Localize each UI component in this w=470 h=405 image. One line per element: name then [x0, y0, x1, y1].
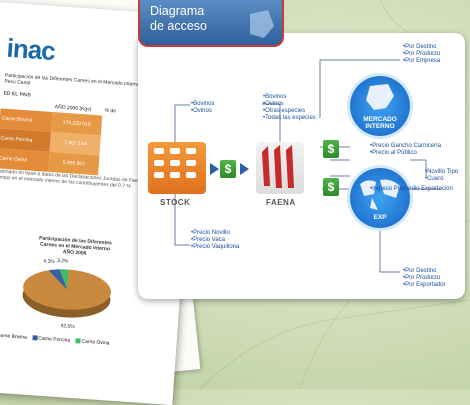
- faena-top-labels[interactable]: •Bovinos •Ovinos •Otras especies •Todas …: [263, 94, 316, 122]
- pie-value-label: 4,3%: [43, 258, 55, 265]
- faena-node[interactable]: [256, 142, 304, 194]
- precio-labels[interactable]: •Precio Novillo •Precio Vaca •Precio Vaq…: [191, 230, 239, 251]
- arrow-right-icon: [240, 163, 249, 175]
- dollar-icon[interactable]: $: [323, 140, 339, 158]
- label-item[interactable]: •Precio Vaquillona: [191, 244, 240, 250]
- label-item[interactable]: •Por Exportador: [403, 282, 446, 288]
- pie-value-label: 3,2%: [57, 258, 69, 265]
- stock-top-labels[interactable]: •Bovinos •Ovinos: [191, 101, 214, 115]
- label-item[interactable]: •Precio Gancho Carnicería: [370, 143, 442, 149]
- world-map-icon: [360, 179, 400, 210]
- label-item[interactable]: •Por Producto: [403, 51, 441, 57]
- pie-slice-2: [59, 269, 69, 290]
- label-item[interactable]: •Cuero: [425, 176, 444, 182]
- stock-node[interactable]: [148, 142, 206, 194]
- label-item[interactable]: •Bovinos: [191, 101, 215, 107]
- label-item[interactable]: •Precio Novillo: [191, 230, 230, 236]
- label-item[interactable]: •Por Destino: [403, 44, 437, 50]
- label-item[interactable]: •Ovinos: [191, 108, 212, 114]
- mercado-price-labels[interactable]: •Precio Gancho Carnicería •Precio al Púb…: [370, 143, 441, 157]
- mercado-interno-node[interactable]: MERCADO INTERNO: [350, 76, 410, 136]
- label-item[interactable]: •Novillo Tipo: [425, 169, 459, 175]
- label-item[interactable]: •Por Producto: [403, 275, 441, 281]
- pie-chart: 92,5% 4,3%3,2%: [22, 258, 111, 330]
- button-line: Diagrama: [150, 4, 205, 18]
- label-item[interactable]: •Por Destino: [403, 268, 437, 274]
- dollar-icon[interactable]: $: [323, 178, 339, 196]
- label-item[interactable]: •Precio Vaca: [191, 237, 226, 243]
- label-item[interactable]: •Bovinos: [263, 94, 287, 100]
- diagrama-acceso-button[interactable]: Diagrama de acceso: [138, 0, 284, 47]
- ingreso-label[interactable]: •Ingreso Promedio Exportación: [370, 186, 453, 192]
- arrow-right-icon: [210, 163, 219, 175]
- button-line: de acceso: [150, 19, 207, 33]
- label-item[interactable]: •Por Empresa: [403, 58, 441, 64]
- pie-value-label: 92,5%: [60, 323, 75, 330]
- label-item[interactable]: •Otras especies: [263, 108, 306, 114]
- label-item[interactable]: •Todas las especies: [263, 115, 316, 121]
- map-icon: [250, 10, 274, 38]
- pie-slice-0: [23, 269, 111, 310]
- label-item[interactable]: •Ovinos: [263, 101, 284, 107]
- faena-side-labels[interactable]: •Novillo Tipo •Cuero: [425, 169, 458, 183]
- exp-label: EXP: [373, 214, 387, 221]
- mercado-label: MERCADO INTERNO: [350, 116, 410, 130]
- mercado-label-line: INTERNO: [365, 123, 395, 130]
- dollar-icon[interactable]: $: [220, 160, 236, 178]
- uruguay-map-icon: [366, 84, 394, 110]
- stock-label: STOCK: [160, 198, 191, 207]
- mercado-top-labels[interactable]: •Por Destino •Por Producto •Por Empresa: [403, 44, 440, 65]
- carcass-icon: [262, 145, 294, 188]
- exportacion-node[interactable]: EXP: [350, 168, 410, 228]
- pie-slice-1: [48, 269, 68, 290]
- mercado-label-line: MERCADO: [363, 116, 397, 123]
- label-item[interactable]: •Precio al Público: [370, 150, 417, 156]
- animals-icon: [154, 148, 196, 178]
- faena-label: FAENA: [266, 198, 296, 207]
- document-page: inac Participación de las Diferentes Car…: [0, 0, 200, 405]
- exp-bottom-labels[interactable]: •Por Destino •Por Producto •Por Exportad…: [403, 268, 445, 289]
